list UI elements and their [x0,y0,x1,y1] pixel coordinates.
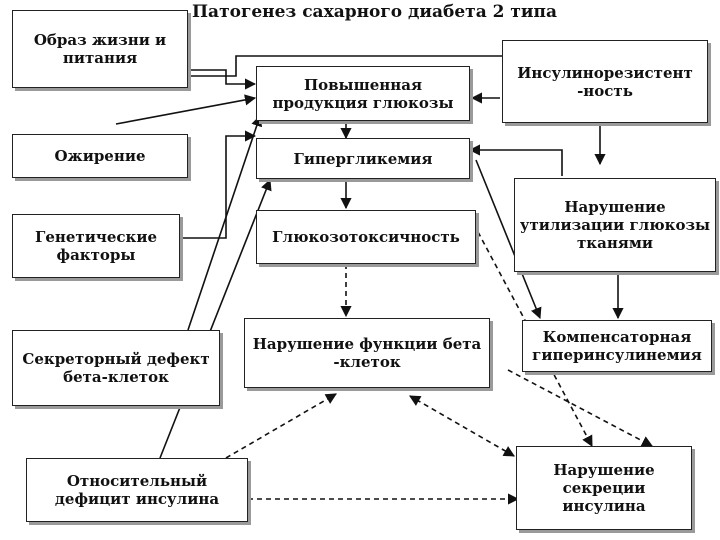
box-insulin-resistance-label: Инсулинорезистент -ность [517,63,693,100]
box-hyperglycemia-label: Гипергликемия [293,149,433,168]
arrow-utilization-to-hyperglycemia [468,144,563,176]
box-glucotoxicity-label: Глюкозотоксичность [272,228,460,246]
dashed-deficit-to-beta [225,393,337,459]
arrow-deficit-to-hyperglycemia [159,178,272,459]
box-secretory-defect: Секреторный дефект бета-клеток [12,330,220,406]
box-glucose-production-label: Повышенная продукция глюкозы [272,75,454,112]
box-genetic-label: Генетические факторы [35,228,157,264]
arrow-hyperglycemia-to-compensatory [475,159,542,320]
box-utilization-label: Нарушение утилизации глюкозы тканями [519,198,711,252]
arrow-lifestyle-to-production [188,69,257,90]
box-insulin-resistance: Инсулинорезистент -ность [502,40,708,123]
box-glucose-production: Повышенная продукция глюкозы [256,66,470,121]
box-obesity-label: Ожирение [54,147,146,165]
box-utilization: Нарушение утилизации глюкозы тканями [514,178,716,272]
box-lifestyle-label: Образ жизни и питания [33,31,167,67]
box-beta-dysfunction: Нарушение функции бета -клеток [244,318,490,388]
dashed-secretion-to-beta [409,395,515,457]
box-secretory-defect-label: Секреторный дефект бета-клеток [22,350,210,386]
box-obesity: Ожирение [12,134,188,178]
dashed-compensatory-to-secretion [507,369,653,447]
box-relative-deficit: Относительный дефицит инсулина [26,458,248,522]
box-lifestyle: Образ жизни и питания [12,10,188,88]
box-glucotoxicity: Глюкозотоксичность [256,210,476,264]
box-compensatory: Компенсаторная гиперинсулинемия [522,320,712,372]
box-relative-deficit-label: Относительный дефицит инсулина [54,472,220,508]
arrow-genetic-to-hyperglycemia [180,130,257,239]
box-secretion: Нарушение секреции инсулина [516,446,692,530]
box-secretion-label: Нарушение секреции инсулина [553,461,655,515]
arrow-secretory-to-production [187,114,263,331]
box-hyperglycemia: Гипергликемия [256,138,470,179]
arrow-obesity-to-production [115,94,257,125]
box-genetic: Генетические факторы [12,214,180,278]
diagram-title: Патогенез сахарного диабета 2 типа [192,2,557,22]
box-compensatory-label: Компенсаторная гиперинсулинемия [532,328,702,364]
box-beta-dysfunction-label: Нарушение функции бета -клеток [252,335,482,371]
